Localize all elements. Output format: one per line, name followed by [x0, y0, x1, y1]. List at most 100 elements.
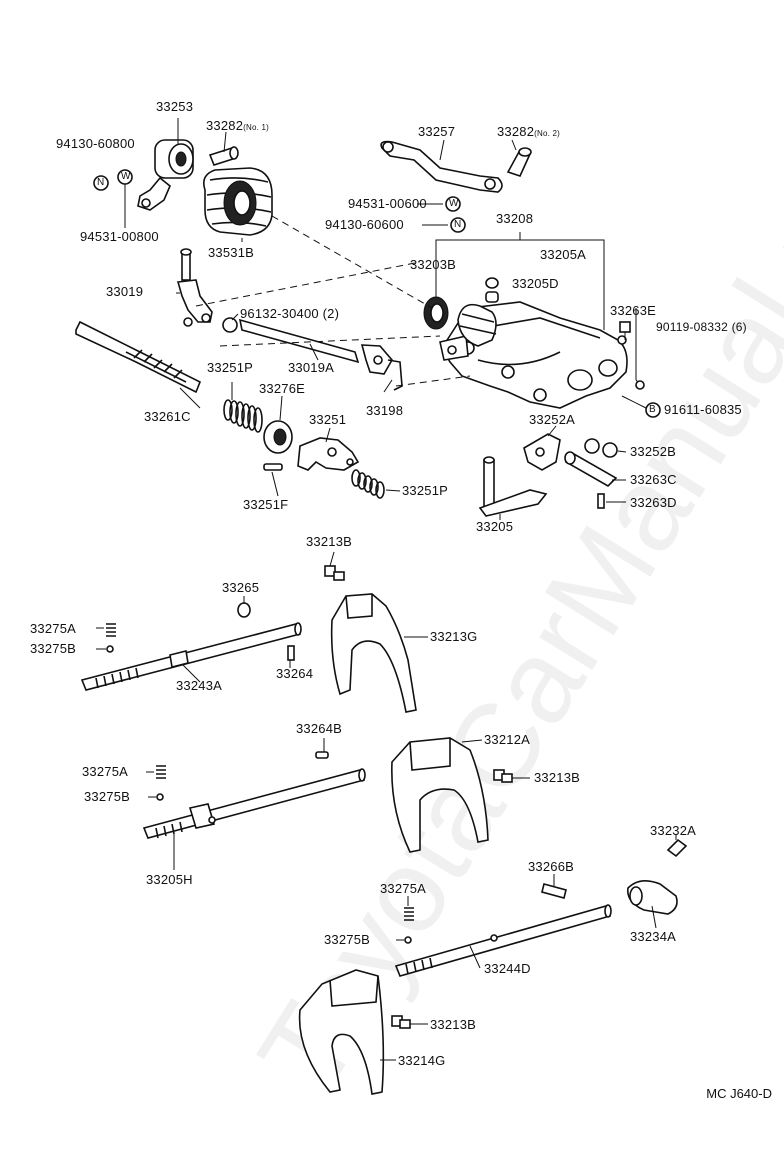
label-33213G: 33213G — [430, 629, 478, 644]
label-33257: 33257 — [418, 124, 456, 139]
label-33276E: 33276E — [259, 381, 306, 396]
label-33205A: 33205A — [540, 247, 587, 262]
washer-33252B — [584, 438, 618, 458]
ball-33275B-b — [156, 793, 164, 801]
label-33205D: 33205D — [512, 276, 559, 291]
pin-33263C — [564, 451, 618, 487]
label-33275B-a: 33275B — [30, 641, 77, 656]
bolt-33263E — [619, 321, 631, 340]
label-33234A: 33234A — [630, 929, 677, 944]
label-33244D: 33244D — [484, 961, 531, 976]
label-33214G: 33214G — [398, 1053, 446, 1068]
bushing-33282-1 — [208, 146, 239, 166]
bolt-symbol — [621, 395, 661, 418]
label-94531-00800: 94531-00800 — [80, 229, 159, 244]
fork-33212A — [391, 737, 489, 853]
label-33275A-c: 33275A — [380, 881, 427, 896]
nut-symbol: N — [97, 177, 105, 188]
bolt-symbol-letter: B — [649, 404, 656, 415]
label-33252B: 33252B — [630, 444, 677, 459]
label-33275A-b: 33275A — [82, 764, 129, 779]
label-33213B-c: 33213B — [430, 1017, 477, 1032]
pin-33264 — [287, 645, 295, 661]
spring-33251P-b — [351, 469, 385, 499]
pin-33232A — [666, 838, 688, 858]
label-33213B-b: 33213B — [534, 770, 581, 785]
rod-33019A — [222, 317, 393, 375]
label-33019A: 33019A — [288, 360, 335, 375]
label-33243A: 33243A — [176, 678, 223, 693]
label-33265: 33265 — [222, 580, 260, 595]
label-33251: 33251 — [309, 412, 347, 427]
shaft-33205H — [142, 768, 366, 839]
label-33263D: 33263D — [630, 495, 677, 510]
ball-33275B-a — [106, 645, 114, 653]
washer-symbol-2: W — [449, 198, 459, 209]
leader-lines — [96, 118, 677, 1061]
label-33019: 33019 — [106, 284, 144, 299]
pin-33251F — [263, 463, 283, 471]
pin-33263D — [597, 493, 605, 509]
label-33203B: 33203B — [410, 257, 457, 272]
label-33251P-a: 33251P — [207, 360, 254, 375]
plug-33265 — [237, 602, 251, 618]
label-33263E: 33263E — [610, 303, 657, 318]
label-96132-30400: 96132-30400 (2) — [240, 306, 340, 321]
label-33275A-a: 33275A — [30, 621, 77, 636]
bolt-33213B-a — [324, 565, 345, 581]
spring-33275A-c — [404, 907, 414, 921]
label-33282-1: 33282(No. 1) — [206, 118, 270, 133]
plate-33252A — [523, 433, 561, 471]
label-33531B: 33531B — [208, 245, 255, 260]
label-94130-60800: 94130-60800 — [56, 136, 135, 151]
shaft-33244D — [394, 904, 612, 977]
symbols-top-right — [417, 196, 466, 233]
nut-symbol-2: N — [454, 219, 462, 230]
bracket-33198 — [387, 359, 403, 391]
symbols-top-left — [93, 169, 133, 228]
label-33205: 33205 — [476, 519, 514, 534]
assembly-lines — [195, 215, 471, 387]
label-33263C: 33263C — [630, 472, 677, 487]
bracket-33251 — [297, 437, 360, 471]
part-33205D — [485, 277, 499, 303]
figure-code: MC J640-D — [706, 1086, 772, 1101]
label-33213B-a: 33213B — [306, 534, 353, 549]
lever-33019 — [176, 248, 213, 327]
label-94531-00600: 94531-00600 — [348, 196, 427, 211]
label-33264: 33264 — [276, 666, 314, 681]
fork-33214G — [298, 969, 385, 1095]
collar-33234A — [627, 880, 678, 915]
label-33251P-b: 33251P — [402, 483, 449, 498]
spring-33275A-b — [156, 765, 166, 779]
ball-33275B-c — [404, 936, 412, 944]
label-33275B-b: 33275B — [84, 789, 131, 804]
bracket-33253 — [137, 139, 194, 211]
label-33251F: 33251F — [243, 497, 289, 512]
washer-symbol: W — [121, 171, 131, 182]
label-33198: 33198 — [366, 403, 404, 418]
label-33232A: 33232A — [650, 823, 697, 838]
spring-33251P-a — [223, 399, 263, 433]
fork-33213G — [330, 593, 417, 713]
label-33253: 33253 — [156, 99, 194, 114]
shaft-33243A — [80, 622, 302, 691]
label-33266B: 33266B — [528, 859, 575, 874]
boot-33531B — [202, 167, 273, 236]
label-33282-2: 33282(No. 2) — [497, 124, 561, 139]
label-94130-60600: 94130-60600 — [325, 217, 404, 232]
lever-33257 — [380, 140, 503, 193]
label-33261C: 33261C — [144, 409, 191, 424]
label-91611-60835: 91611-60835 — [664, 402, 742, 417]
seal-33203B — [423, 296, 449, 330]
label-90119-08332: 90119-08332 (6) — [656, 320, 747, 334]
pin-33266B — [541, 883, 567, 899]
label-33264B: 33264B — [296, 721, 343, 736]
pin-33264B — [315, 751, 329, 759]
label-33208: 33208 — [496, 211, 534, 226]
label-33205H: 33205H — [146, 872, 193, 887]
shaft-33261C — [75, 320, 202, 394]
lever-33205 — [478, 456, 548, 517]
label-33212A: 33212A — [484, 732, 531, 747]
